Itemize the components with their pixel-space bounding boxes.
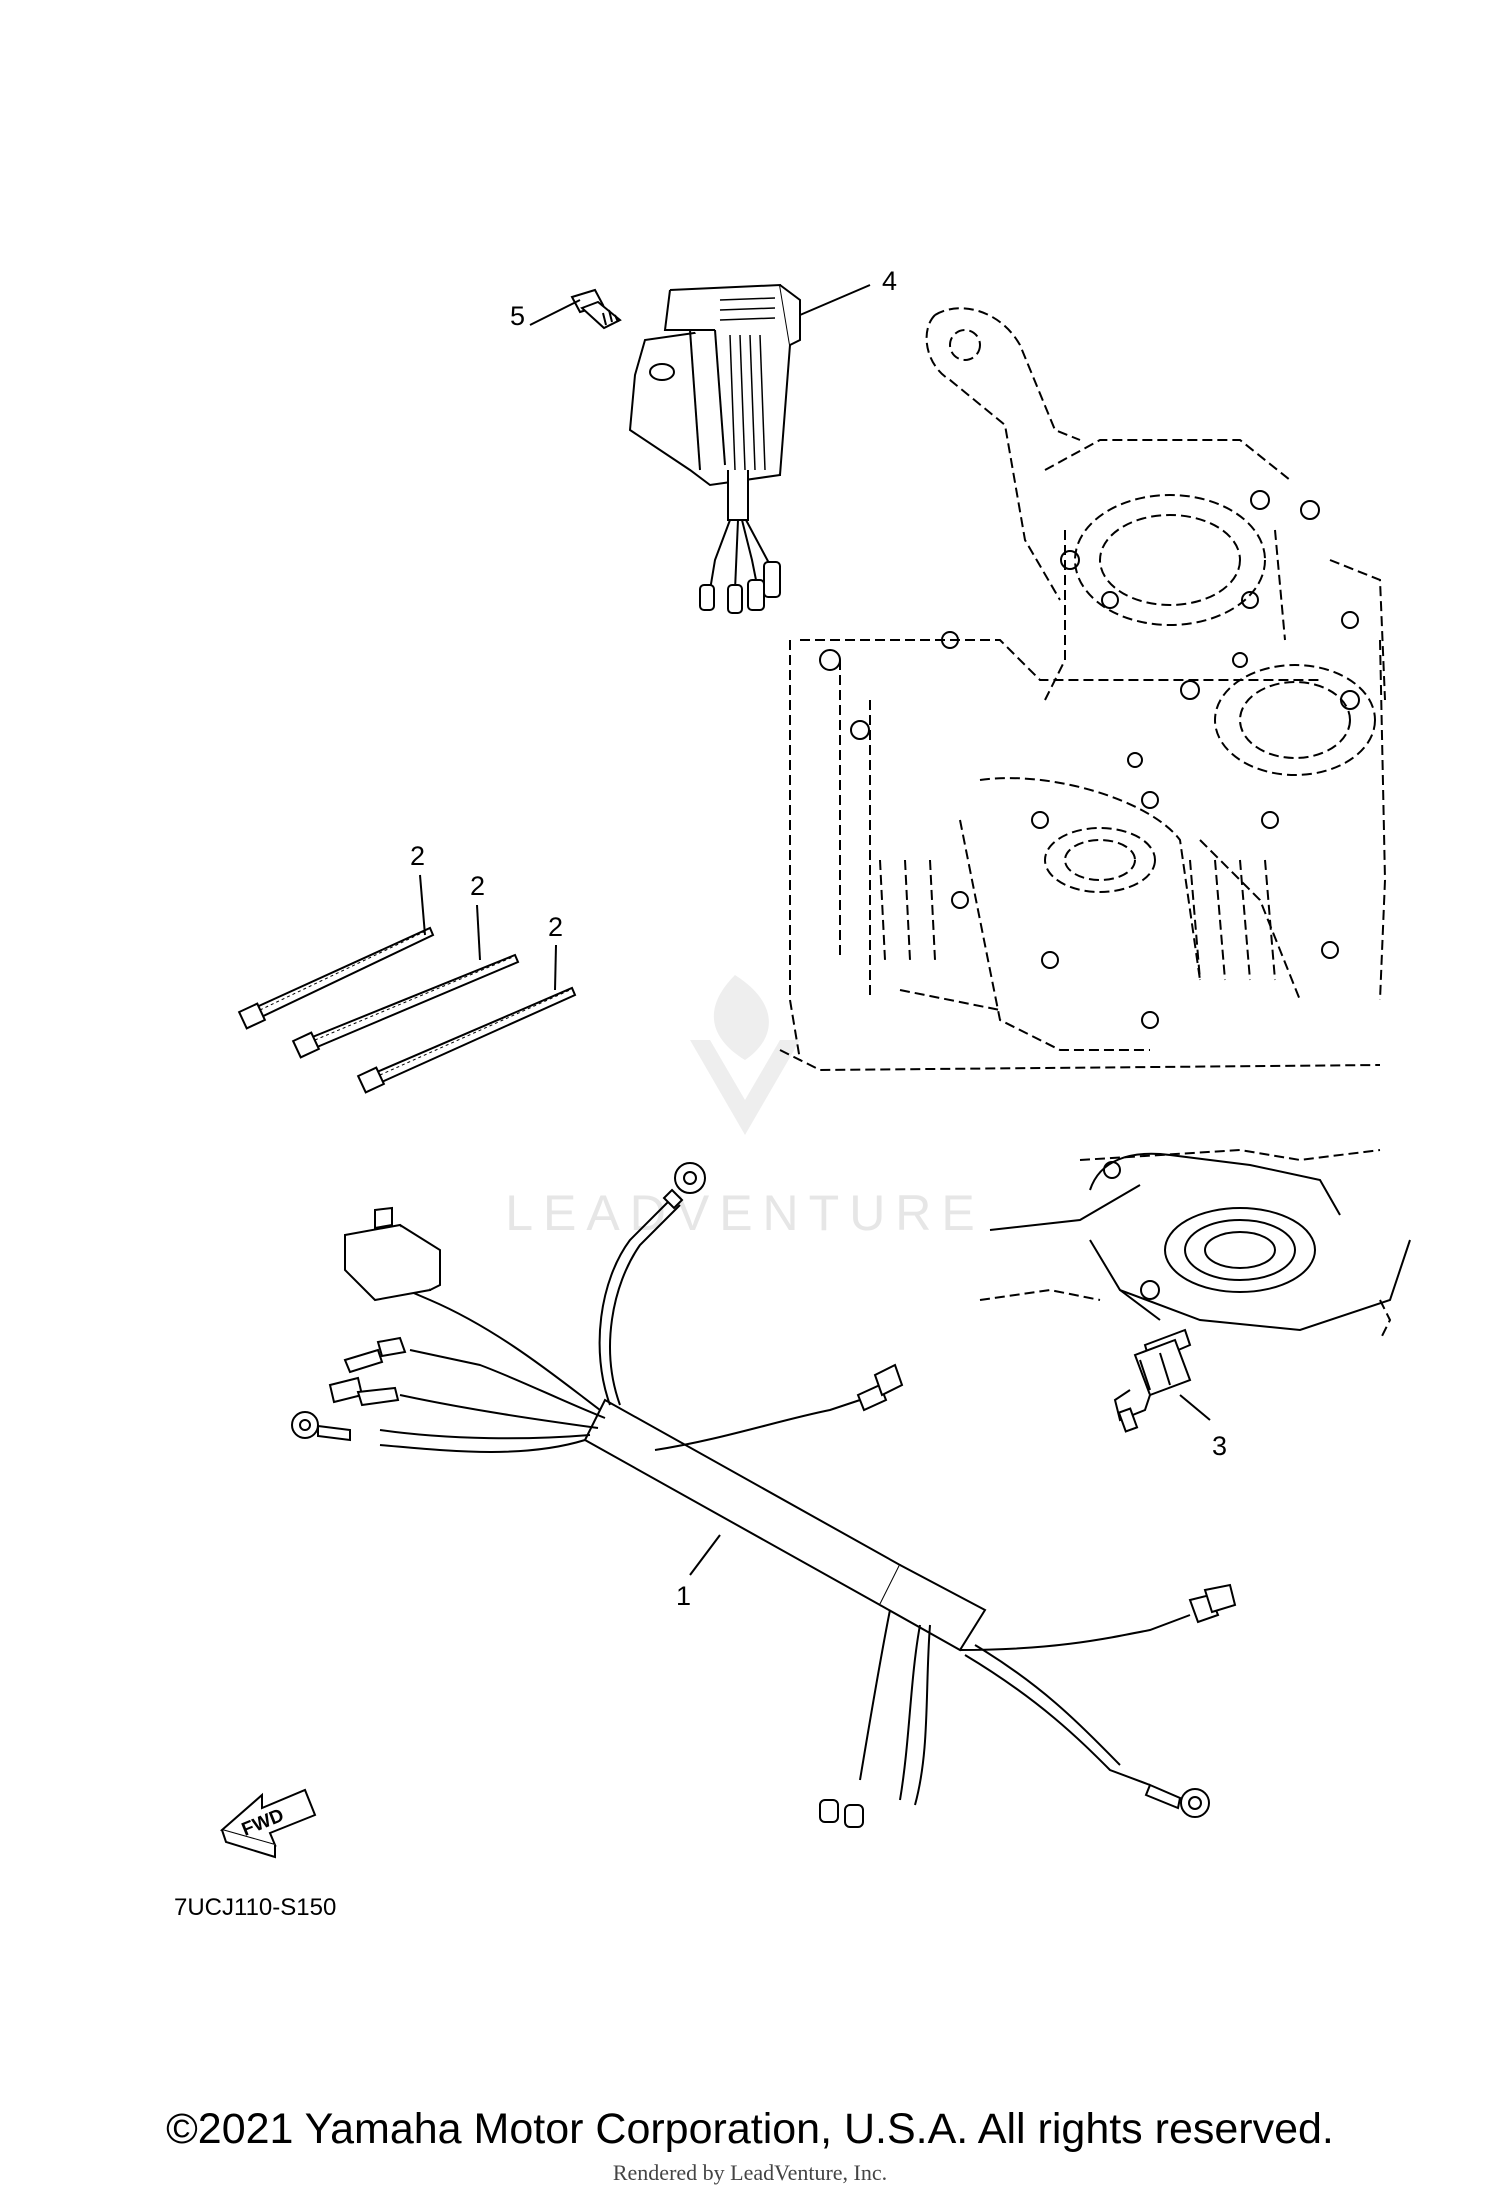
- callouts: 1 2 2 2 3 4 5: [410, 266, 1227, 1611]
- cable-tie-a: [237, 926, 435, 1030]
- leader-2c: [554, 944, 557, 991]
- leader-lines: [419, 284, 1211, 1576]
- leader-3: [1179, 1394, 1211, 1421]
- leader-5: [529, 299, 581, 326]
- fwd-arrow-icon: FWD: [219, 1788, 317, 1859]
- part-1-wire-harness: [291, 1162, 1237, 1828]
- part-4-regulator: [628, 283, 801, 614]
- part-5-bolt: [570, 288, 622, 330]
- leader-2a: [419, 874, 426, 936]
- callout-2c: 2: [548, 912, 563, 942]
- cable-tie-b: [291, 953, 520, 1059]
- engine-block-outline: [779, 307, 1387, 1072]
- part-2-cable-ties: [237, 926, 577, 1094]
- callout-2a: 2: [410, 841, 425, 871]
- diagram-code: 7UCJ110-S150: [174, 1894, 336, 1921]
- copyright-notice: ©2021 Yamaha Motor Corporation, U.S.A. A…: [166, 2105, 1334, 2153]
- leader-2b: [476, 904, 481, 961]
- rendered-by-notice: Rendered by LeadVenture, Inc.: [612, 2160, 888, 2185]
- leadventure-watermark: LEADVENTURE: [505, 975, 985, 1241]
- callout-3: 3: [1212, 1431, 1227, 1461]
- part-3-sensor: [1113, 1328, 1192, 1433]
- cable-tie-c: [356, 986, 577, 1094]
- callout-4: 4: [882, 266, 897, 296]
- callout-2b: 2: [470, 871, 485, 901]
- callout-1: 1: [676, 1581, 691, 1611]
- watermark-text: LEADVENTURE: [505, 1185, 985, 1241]
- callout-5: 5: [510, 301, 525, 331]
- leader-1: [689, 1534, 721, 1576]
- engine-block-details: [819, 490, 1360, 1029]
- crankcase-lower-detail: [979, 1148, 1411, 1341]
- leader-4: [799, 284, 871, 316]
